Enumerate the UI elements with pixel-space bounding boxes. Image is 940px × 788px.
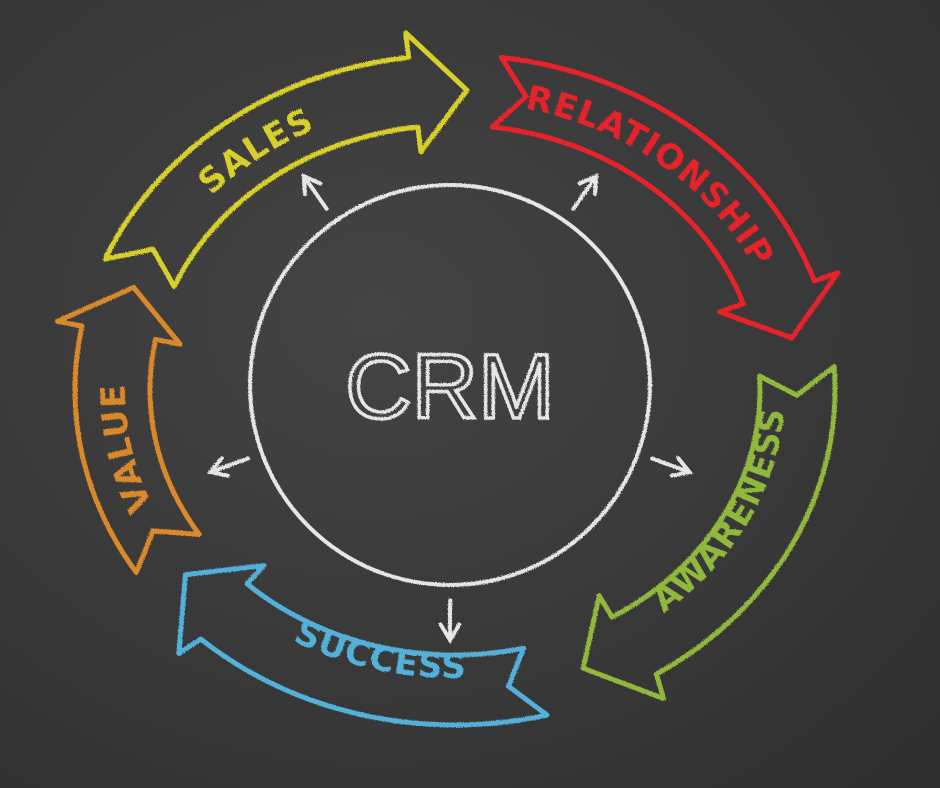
arrow-down-icon [438, 598, 462, 644]
arrow-left-icon [206, 456, 250, 478]
cycle-label-relationship: RELATIONSHIP [523, 78, 782, 274]
center-circle [248, 183, 652, 587]
arrow-band [102, 30, 470, 289]
arrow-up-right-icon [571, 172, 599, 211]
arrow-band [489, 54, 841, 341]
cycle-label-awareness: AWARENESS [645, 405, 794, 620]
cycle-arrow-value: VALUE [54, 284, 202, 575]
arrow-band [54, 284, 202, 575]
center-label: CRM [345, 336, 555, 438]
cycle-arrow-relationship: RELATIONSHIP [489, 54, 841, 341]
cycle-arrow-awareness: AWARENESS [580, 364, 838, 702]
arrow-right-icon [650, 456, 694, 478]
center-arrows [206, 172, 694, 644]
arrow-band [580, 364, 838, 702]
cycle-arrow-success: SUCCESS [176, 563, 550, 728]
arrow-band [176, 563, 550, 728]
cycle-arrow-sales: SALES [102, 30, 470, 289]
arrow-up-left-icon [301, 172, 329, 211]
